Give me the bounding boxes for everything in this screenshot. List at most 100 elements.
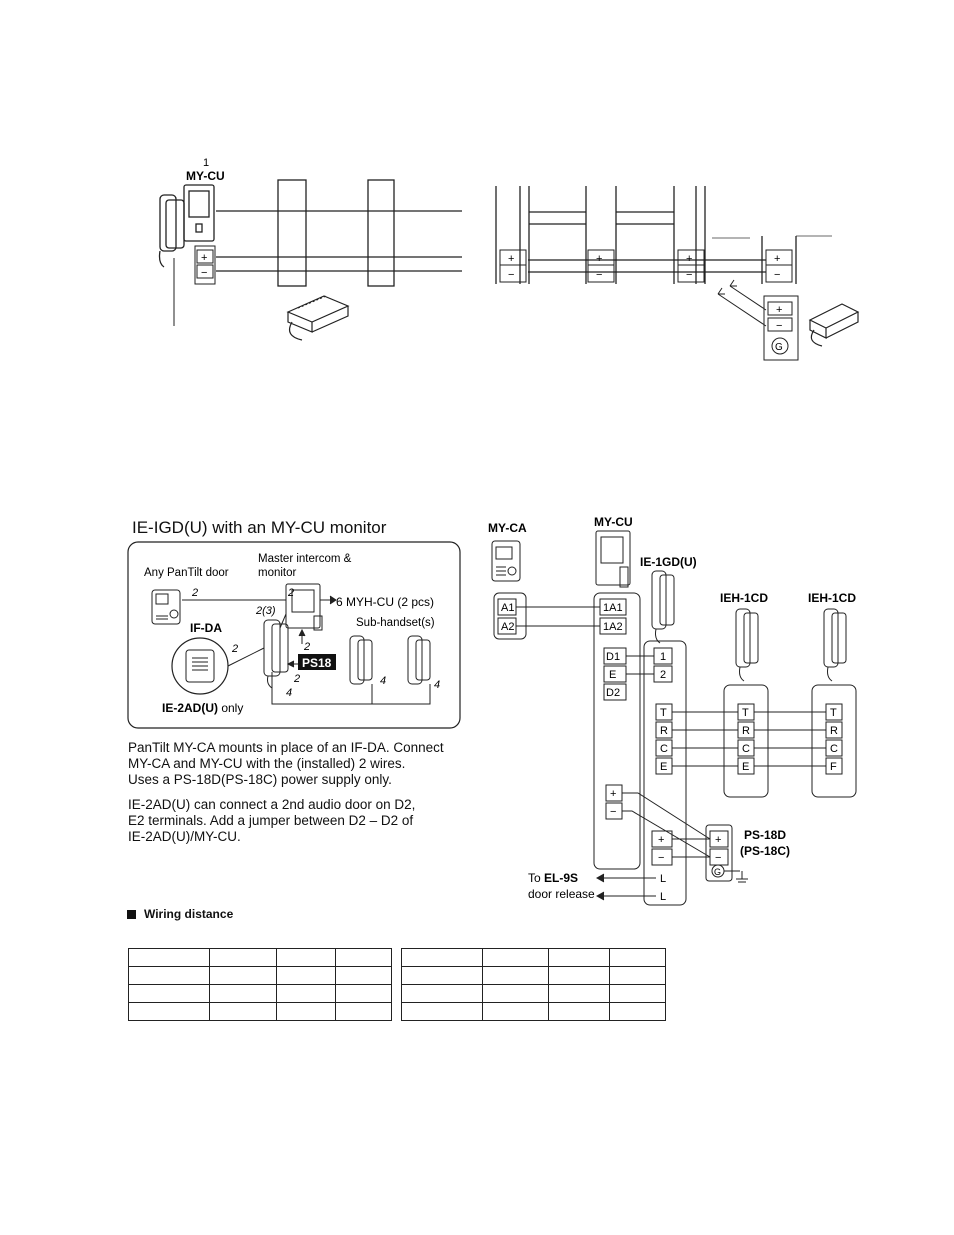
ieh1cd-label-a: IEH-1CD [720,591,768,605]
ie2ad-label: IE-2AD(U) only [162,701,243,715]
table-row [401,1002,666,1021]
term-c-main: C [660,743,668,755]
term-e-a: E [742,761,749,773]
wire-label-23: 2(3) [255,605,276,617]
term-1: 1 [660,651,666,663]
ie1gd-minus: − [658,852,664,864]
my-cu-label: MY-CU [594,515,633,529]
master-label-1: Master intercom & [258,553,352,565]
top-index-number: 1 [203,157,209,169]
term-d1: D1 [606,651,620,663]
term-e-main: E [660,761,667,773]
table-row [401,984,666,1003]
wire-label-2c: 2 [231,643,238,655]
wiring-distance-table-right [401,948,666,1021]
ieh1cd-handset-icon-b [823,608,847,682]
table-row [128,984,392,1003]
note-1-line-3: Uses a PS-18D(PS-18C) power supply only. [128,772,392,787]
my-ca-icon [491,540,521,582]
term-e: E [609,669,616,681]
my-ca-enclosure [493,592,527,640]
ps18-text: PS18 [302,656,332,670]
power-ground: G [775,342,783,353]
my-cu-enclosure [593,592,641,870]
term-f-b: F [830,761,837,773]
wire-label-2b: 2 [287,587,294,599]
sub-handset-icon [349,635,431,685]
myh-cu-label: 6 MYH-CU (2 pcs) [336,595,434,609]
mycu-minus: − [610,806,616,818]
ps-plus: + [715,834,721,846]
r4-plus: + [774,253,780,265]
power-supply-icon [286,295,350,341]
term-a2: A2 [501,621,514,633]
monitor-icon [183,184,215,242]
wiring-distance-label: Wiring distance [144,907,234,921]
table-row [128,1002,392,1021]
my-cu-icon [595,530,631,588]
term-r-main: R [660,725,668,737]
top-wiring-diagram: 1 MY-CU + − [158,157,860,361]
wire-label-2d: 2 [303,641,310,653]
table-row [401,948,666,967]
table-row [128,948,392,967]
ps-minus: − [715,852,721,864]
ps18d-label: PS-18D [744,828,786,842]
r2-minus: − [596,269,602,281]
wire-label-4b: 4 [380,675,386,687]
term-a1: A1 [501,602,514,614]
left-wire-group [216,179,462,287]
wire-label-2a: 2 [191,587,198,599]
note-paragraph-1: PanTilt MY-CA mounts in place of an IF-D… [128,740,458,788]
wire-label-4c: 4 [434,679,440,691]
r1-plus: + [508,253,514,265]
wire-label-4a: 4 [286,687,292,699]
term-r-b: R [830,725,838,737]
note-2-line-3: IE-2AD(U)/MY-CU. [128,829,241,844]
ieh1cd-enclosure-b [811,684,857,798]
term-r-a: R [742,725,750,737]
ieh1cd-handset-icon-a [735,608,759,682]
pantilt-door-icon [151,589,181,625]
r4-minus: − [774,269,780,281]
mycu-plus: + [610,788,616,800]
wiring-distance-bullet [127,910,136,919]
term-t-main: T [660,707,667,719]
note-1-line-2: MY-CA and MY-CU with the (installed) 2 w… [128,756,406,771]
right-terminal-blocks [499,249,793,283]
table-row [401,966,666,985]
term-2: 2 [660,669,666,681]
top-monitor-label: MY-CU [186,169,225,183]
term-c-b: C [830,743,838,755]
main-wiring-diagram: MY-CA MY-CU IE-1GD(U) IEH-1CD IEH-1CD [488,515,857,906]
term-1a1: 1A1 [603,602,623,614]
ie1gd-enclosure [643,640,687,906]
master-label-2: monitor [258,567,297,579]
r2-plus: + [596,253,602,265]
if-da-label: IF-DA [190,621,222,635]
master-monitor-icon [285,583,323,631]
master-handset-icon [158,194,185,268]
my-ca-label: MY-CA [488,521,527,535]
inset-diagram: Any PanTilt door Master intercom & monit… [127,541,461,729]
power-minus: − [776,320,782,332]
left-minus-label: − [201,267,207,279]
ps-ground: G [714,867,721,877]
to-el9s-label: To EL-9S [528,871,578,885]
ie1gd-handset-icon [651,570,675,644]
ps18c-label: (PS-18C) [740,844,790,858]
term-c-a: C [742,743,750,755]
table-row [128,966,392,985]
term-1a2: 1A2 [603,621,623,633]
ps18-badge [298,654,336,670]
ie1gd-label: IE-1GD(U) [640,555,697,569]
ieh1cd-label-b: IEH-1CD [808,591,856,605]
if-da-icon [185,649,215,683]
r3-minus: − [686,269,692,281]
power-supply-icon-2 [808,303,860,347]
note-2-line-1: IE-2AD(U) can connect a 2nd audio door o… [128,797,416,812]
power-plus: + [776,304,782,316]
r1-minus: − [508,269,514,281]
note-paragraph-2: IE-2AD(U) can connect a 2nd audio door o… [128,797,458,845]
term-d2: D2 [606,687,620,699]
